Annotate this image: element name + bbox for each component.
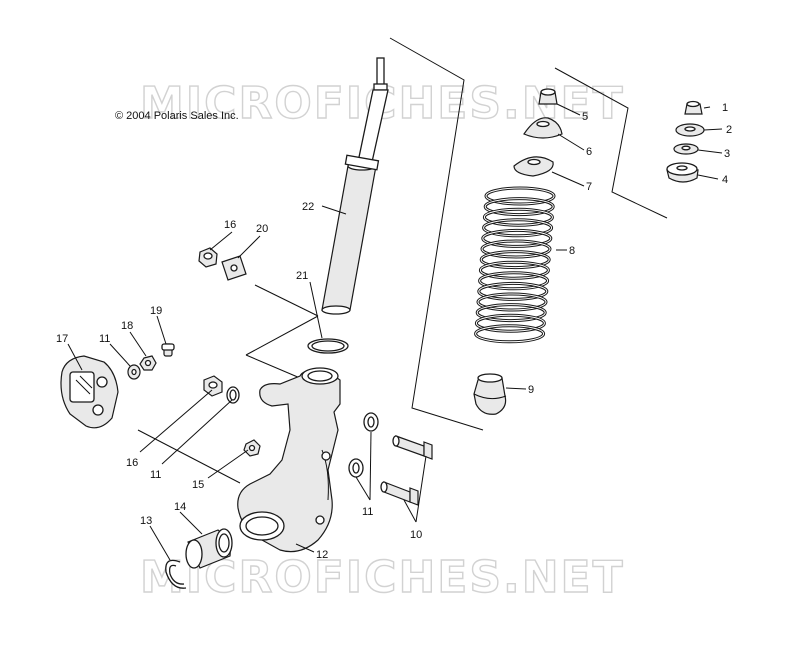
callout-10: 10 — [410, 529, 422, 541]
nut-part-5 — [538, 88, 558, 105]
washer-part-11-left — [127, 364, 141, 380]
copyright-text: © 2004 Polaris Sales Inc. — [115, 110, 239, 122]
callout-15: 15 — [192, 479, 204, 491]
nut-part-18 — [139, 355, 157, 371]
washer-part-11-upper-right — [363, 412, 379, 432]
callout-11-mid: 11 — [150, 469, 161, 481]
bushing-part-4 — [666, 162, 699, 183]
nut-part-1 — [684, 100, 703, 115]
spring-coil-highlight — [475, 325, 545, 343]
spring-coil-highlight — [483, 219, 553, 237]
callout-19: 19 — [150, 305, 162, 317]
leader-lines — [67, 103, 723, 561]
spring-coil-highlight — [478, 282, 548, 300]
callout-11-right: 11 — [362, 506, 373, 518]
bolt-part-10-upper — [392, 435, 433, 460]
spring-coil-highlight — [476, 304, 546, 322]
bracket-part-20 — [221, 255, 247, 281]
spring-coil-highlight — [485, 187, 555, 205]
callout-5: 5 — [582, 111, 588, 123]
spring-coil-highlight — [479, 272, 549, 290]
washer-part-11-mid — [226, 386, 240, 404]
callout-2: 2 — [726, 124, 732, 136]
callout-3: 3 — [724, 148, 730, 160]
callout-17: 17 — [56, 333, 68, 345]
callout-22: 22 — [302, 201, 314, 213]
shock-absorber-part-22 — [321, 57, 389, 315]
callout-21: 21 — [296, 270, 308, 282]
callout-9: 9 — [528, 384, 534, 396]
washer-part-3 — [673, 143, 699, 155]
spring-coil-highlight — [481, 240, 551, 258]
bump-stop-part-9 — [473, 373, 507, 415]
spring-coil-highlight — [483, 208, 553, 226]
callout-20: 20 — [256, 223, 268, 235]
spring-coil-highlight — [480, 251, 550, 269]
coil-spring-part-8 — [474, 186, 556, 344]
cup-part-6 — [523, 117, 563, 139]
callout-12: 12 — [316, 549, 328, 561]
steering-knuckle-part-12 — [237, 367, 341, 553]
spring-coil-highlight — [482, 229, 552, 247]
snap-ring-part-13 — [165, 559, 187, 589]
washer-part-2 — [675, 123, 705, 137]
spring-coil-highlight — [479, 261, 549, 279]
callout-16-top: 16 — [224, 219, 236, 231]
washer-part-11-lower-right — [348, 458, 364, 478]
callout-13: 13 — [140, 515, 152, 527]
callout-16-lower: 16 — [126, 457, 138, 469]
callout-1: 1 — [722, 102, 728, 114]
bearing-part-14 — [185, 528, 233, 569]
callout-7: 7 — [586, 181, 592, 193]
callout-14: 14 — [174, 501, 186, 513]
callout-4: 4 — [722, 174, 728, 186]
ring-part-21 — [307, 338, 349, 354]
bolt-part-19 — [161, 343, 175, 357]
bolt-part-10-lower — [380, 481, 419, 506]
callout-labels: 1 2 3 4 5 6 7 8 9 10 11 11 11 12 13 14 1… — [56, 102, 732, 561]
callout-8: 8 — [569, 245, 575, 257]
nut-part-16-lower — [203, 375, 223, 397]
nut-part-15 — [243, 439, 261, 457]
nut-part-16-top — [198, 247, 218, 268]
callout-6: 6 — [586, 146, 592, 158]
spring-seat-part-7 — [513, 156, 554, 177]
spring-coil-highlight — [477, 293, 547, 311]
callout-11-left: 11 — [99, 333, 110, 345]
brake-caliper-part-17 — [60, 355, 119, 429]
spring-coil-highlight — [475, 314, 545, 332]
callout-18: 18 — [121, 320, 133, 332]
spring-coil-highlight — [484, 198, 554, 216]
